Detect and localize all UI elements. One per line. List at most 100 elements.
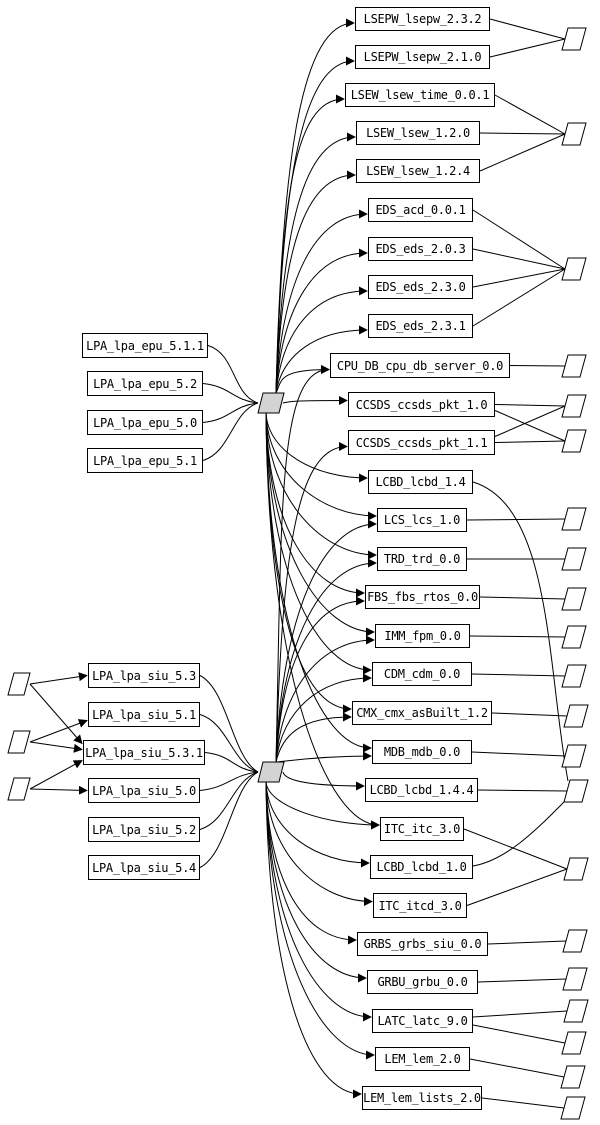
node-LPA_lpa_siu_5.0[interactable]: LPA_lpa_siu_5.0: [88, 778, 200, 803]
edge-j1-r10: [275, 365, 330, 394]
node-ITC_itcd_3.0[interactable]: ITC_itcd_3.0: [373, 893, 467, 918]
edge-lp2-s3: [29, 741, 83, 753]
node-EDS_eds_2.3.1[interactable]: EDS_eds_2.3.1: [368, 314, 473, 338]
node-LPA_lpa_epu_5.0[interactable]: LPA_lpa_epu_5.0: [87, 410, 203, 435]
port-parallelogram-p13[interactable]: [561, 744, 587, 768]
node-LPA_lpa_epu_5.1[interactable]: LPA_lpa_epu_5.1: [87, 448, 203, 473]
node-LCBD_lcbd_1.4.4[interactable]: LCBD_lcbd_1.4.4: [365, 778, 478, 802]
edge-r16-p9: [479, 596, 566, 600]
port-parallelogram-lp1[interactable]: [7, 672, 31, 696]
node-LEM_lem_lists_2.0[interactable]: LEM_lem_lists_2.0: [362, 1086, 482, 1110]
junction-node-j2[interactable]: [257, 761, 285, 783]
edge-e2-j1: [202, 383, 259, 404]
node-FBS_fbs_rtos_0.0[interactable]: FBS_fbs_rtos_0.0: [365, 585, 480, 609]
port-parallelogram-p3[interactable]: [561, 257, 587, 281]
port-parallelogram-p1[interactable]: [561, 27, 587, 51]
port-parallelogram-p7[interactable]: [561, 507, 587, 531]
node-label: EDS_eds_2.3.1: [375, 319, 466, 333]
port-parallelogram-p19[interactable]: [561, 1031, 587, 1055]
port-parallelogram-p18[interactable]: [563, 999, 589, 1023]
node-label: EDS_acd_0.0.1: [375, 203, 466, 217]
node-label: LSEW_lsew_time_0.0.1: [350, 88, 490, 102]
node-LSEPW_lsepw_2.3.2[interactable]: LSEPW_lsepw_2.3.2: [355, 7, 490, 31]
node-LPA_lpa_siu_5.4[interactable]: LPA_lpa_siu_5.4: [88, 855, 200, 880]
edge-j2-r14: [275, 519, 377, 763]
port-parallelogram-p15[interactable]: [563, 857, 589, 881]
edge-j2-r22: [265, 781, 380, 830]
node-LSEW_lsew_1.2.4[interactable]: LSEW_lsew_1.2.4: [356, 159, 480, 183]
port-parallelogram-p8[interactable]: [561, 547, 587, 571]
edge-e4-j1: [202, 402, 259, 461]
edge-j1-r5: [275, 170, 356, 394]
node-CCSDS_ccsds_pkt_1.0[interactable]: CCSDS_ccsds_pkt_1.0: [348, 392, 495, 417]
node-LCS_lcs_1.0[interactable]: LCS_lcs_1.0: [377, 508, 467, 532]
edge-j2-r15: [275, 558, 377, 763]
node-LPA_lpa_siu_5.3.1[interactable]: LPA_lpa_siu_5.3.1: [83, 740, 205, 765]
node-GRBS_grbs_siu_0.0[interactable]: GRBS_grbs_siu_0.0: [357, 932, 488, 956]
node-LSEW_lsew_1.2.0[interactable]: LSEW_lsew_1.2.0: [356, 121, 480, 145]
node-CPU_DB_cpu_db_server_0.0[interactable]: CPU_DB_cpu_db_server_0.0: [330, 353, 510, 378]
port-parallelogram-p16[interactable]: [562, 929, 588, 953]
edge-j2-r18: [275, 673, 372, 763]
node-EDS_acd_0.0.1[interactable]: EDS_acd_0.0.1: [368, 198, 473, 222]
node-LCBD_lcbd_1.4[interactable]: LCBD_lcbd_1.4: [368, 470, 473, 494]
port-parallelogram-p4[interactable]: [561, 354, 587, 378]
port-parallelogram-lp2[interactable]: [7, 730, 31, 754]
node-label: LPA_lpa_epu_5.2: [93, 376, 197, 391]
node-EDS_eds_2.0.3[interactable]: EDS_eds_2.0.3: [368, 237, 473, 261]
node-LEM_lem_2.0[interactable]: LEM_lem_2.0: [375, 1047, 470, 1071]
node-LPA_lpa_siu_5.3[interactable]: LPA_lpa_siu_5.3: [88, 663, 200, 688]
node-LPA_lpa_siu_5.1[interactable]: LPA_lpa_siu_5.1: [88, 702, 200, 727]
node-LPA_lpa_epu_5.1.1[interactable]: LPA_lpa_epu_5.1.1: [82, 333, 208, 358]
edge-j2-r17: [275, 635, 375, 763]
node-LSEW_lsew_time_0.0.1[interactable]: LSEW_lsew_time_0.0.1: [345, 83, 495, 107]
node-LPA_lpa_epu_5.2[interactable]: LPA_lpa_epu_5.2: [87, 371, 203, 396]
port-parallelogram-p12[interactable]: [563, 704, 589, 728]
edge-j1-r11: [282, 396, 348, 406]
node-label: LCBD_lcbd_1.4.4: [369, 783, 474, 797]
edge-j1-r18: [265, 412, 372, 675]
port-parallelogram-p11[interactable]: [561, 664, 587, 688]
edge-lp1-s3: [29, 683, 83, 745]
port-parallelogram-lp3[interactable]: [7, 777, 31, 801]
edge-lp3-s4: [29, 785, 88, 795]
node-label: LPA_lpa_siu_5.1: [92, 707, 196, 722]
node-LPA_lpa_siu_5.2[interactable]: LPA_lpa_siu_5.2: [88, 817, 200, 842]
port-parallelogram-p2[interactable]: [561, 122, 587, 146]
edge-r19-p12: [491, 712, 568, 717]
node-LCBD_lcbd_1.0[interactable]: LCBD_lcbd_1.0: [370, 855, 473, 879]
node-label: LPA_lpa_epu_5.1.1: [86, 338, 204, 353]
edge-j2-r27: [265, 781, 372, 1022]
node-ITC_itc_3.0[interactable]: ITC_itc_3.0: [380, 817, 464, 841]
node-CMX_cmx_asBuilt_1.2[interactable]: CMX_cmx_asBuilt_1.2: [352, 701, 492, 725]
edge-r9-p3: [472, 268, 566, 327]
port-parallelogram-p17[interactable]: [562, 967, 588, 991]
port-parallelogram-p6[interactable]: [561, 429, 587, 453]
node-CCSDS_ccsds_pkt_1.1[interactable]: CCSDS_ccsds_pkt_1.1: [348, 430, 495, 455]
port-parallelogram-p14[interactable]: [563, 779, 589, 803]
node-TRD_trd_0.0[interactable]: TRD_trd_0.0: [377, 547, 467, 571]
node-label: LCBD_lcbd_1.0: [376, 860, 467, 874]
edge-r6-p3: [472, 209, 566, 270]
junction-node-j1[interactable]: [257, 392, 285, 414]
node-EDS_eds_2.3.0[interactable]: EDS_eds_2.3.0: [368, 275, 473, 299]
node-IMM_fpm_0.0[interactable]: IMM_fpm_0.0: [375, 624, 470, 648]
node-label: LATC_latc_9.0: [377, 1014, 468, 1028]
edge-r1-p1: [489, 18, 566, 40]
node-label: FBS_fbs_rtos_0.0: [367, 590, 478, 604]
node-MDB_mdb_0.0[interactable]: MDB_mdb_0.0: [372, 740, 472, 764]
node-LSEPW_lsepw_2.1.0[interactable]: LSEPW_lsepw_2.1.0: [355, 45, 490, 69]
node-label: CMX_cmx_asBuilt_1.2: [356, 706, 488, 720]
edge-j2-r10: [275, 365, 330, 763]
node-GRBU_grbu_0.0[interactable]: GRBU_grbu_0.0: [367, 970, 478, 994]
node-CDM_cdm_0.0[interactable]: CDM_cdm_0.0: [372, 662, 472, 686]
node-label: LEM_lem_2.0: [384, 1052, 461, 1066]
port-parallelogram-p21[interactable]: [560, 1096, 586, 1120]
port-parallelogram-p20[interactable]: [560, 1065, 586, 1089]
port-parallelogram-p5[interactable]: [561, 394, 587, 418]
edge-r24-p15: [466, 868, 568, 906]
port-parallelogram-p9[interactable]: [561, 587, 587, 611]
node-LATC_latc_9.0[interactable]: LATC_latc_9.0: [372, 1009, 473, 1033]
port-parallelogram-p10[interactable]: [561, 625, 587, 649]
